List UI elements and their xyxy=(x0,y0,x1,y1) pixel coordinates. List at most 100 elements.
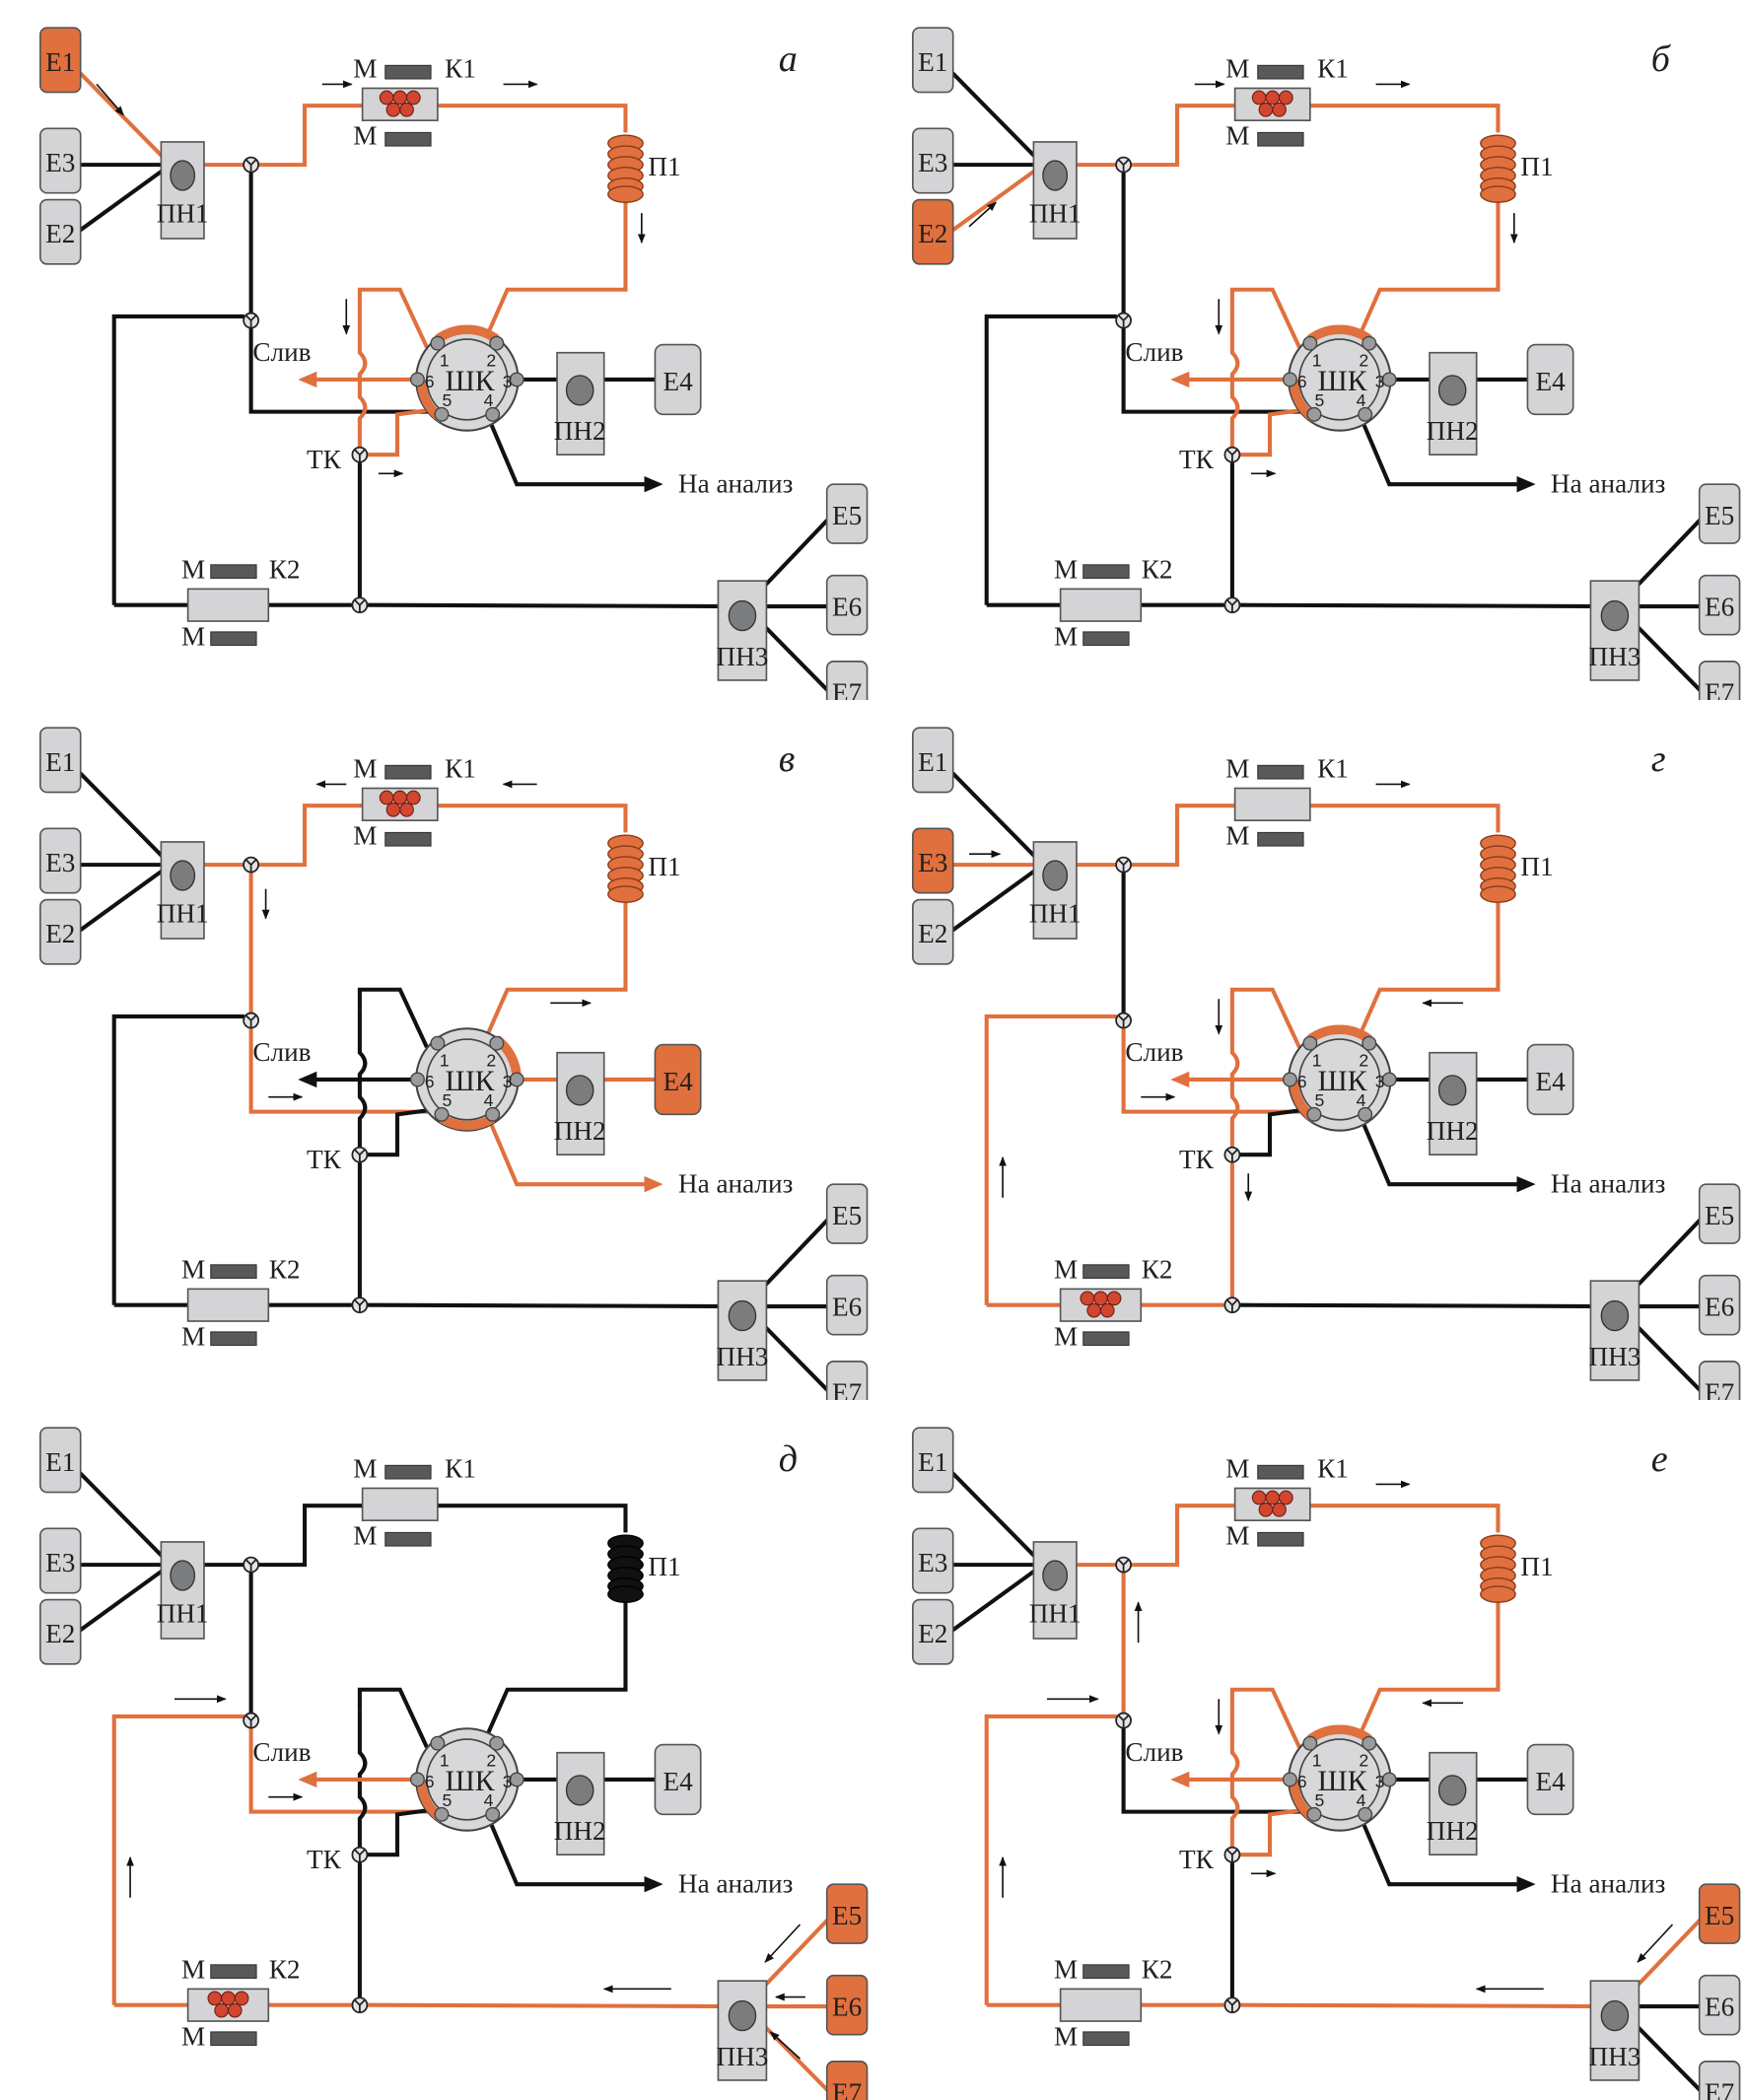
trap-p1[interactable]: П1 xyxy=(1480,1534,1554,1603)
junction-tk[interactable] xyxy=(351,446,369,463)
reservoir-e7[interactable]: Е7 xyxy=(1698,1361,1741,1400)
reservoir-e1[interactable]: Е1 xyxy=(39,27,82,94)
pump-pn3[interactable]: ПН3 xyxy=(716,1280,768,1381)
reservoir-e2[interactable]: Е2 xyxy=(39,1598,82,1665)
pump-pn3[interactable]: ПН3 xyxy=(1588,1280,1640,1381)
reservoir-e2[interactable]: Е2 xyxy=(912,1598,954,1665)
pump-pn2[interactable]: ПН2 xyxy=(554,1051,606,1156)
reservoir-e6[interactable]: Е6 xyxy=(1698,1974,1741,2036)
trap-p1[interactable]: П1 xyxy=(1480,834,1554,903)
reservoir-e4[interactable]: Е4 xyxy=(1526,1743,1574,1816)
reservoir-e1[interactable]: Е1 xyxy=(39,727,82,794)
pump-pn1[interactable]: ПН1 xyxy=(157,841,209,940)
junction-j1[interactable] xyxy=(243,156,259,174)
junction-j1[interactable] xyxy=(1115,856,1132,874)
column-k1[interactable]: М М К1 xyxy=(1225,54,1349,151)
pump-pn1[interactable]: ПН1 xyxy=(1029,141,1082,240)
reservoir-e2[interactable]: Е2 xyxy=(912,898,954,965)
reservoir-e5[interactable]: Е5 xyxy=(825,1883,869,1944)
reservoir-e3[interactable]: Е3 xyxy=(39,127,82,194)
trap-p1[interactable]: П1 xyxy=(607,134,681,203)
six-port-valve[interactable]: 1 2 3 4 5 6 ШК xyxy=(409,1727,524,1832)
junction-j3[interactable] xyxy=(351,1996,369,2014)
junction-tk[interactable] xyxy=(351,1846,369,1863)
pump-pn2[interactable]: ПН2 xyxy=(554,1751,606,1856)
reservoir-e7[interactable]: Е7 xyxy=(825,661,869,700)
trap-p1[interactable]: П1 xyxy=(607,1534,681,1603)
reservoir-e1[interactable]: Е1 xyxy=(912,1427,954,1494)
reservoir-e6[interactable]: Е6 xyxy=(1698,1274,1741,1336)
pump-pn3[interactable]: ПН3 xyxy=(716,1980,768,2081)
reservoir-e5[interactable]: Е5 xyxy=(1698,1883,1741,1944)
junction-j1[interactable] xyxy=(1115,156,1132,174)
column-k2[interactable]: М М К2 xyxy=(1054,554,1173,651)
junction-j2[interactable] xyxy=(243,312,259,329)
junction-tk[interactable] xyxy=(1223,1846,1241,1863)
pump-pn2[interactable]: ПН2 xyxy=(1427,1751,1479,1856)
column-k2[interactable]: М М К2 xyxy=(181,1254,301,1351)
junction-j3[interactable] xyxy=(1223,1996,1241,2014)
column-k1[interactable]: М М К1 xyxy=(353,54,476,151)
reservoir-e6[interactable]: Е6 xyxy=(825,1974,869,2036)
junction-tk[interactable] xyxy=(1223,446,1241,463)
reservoir-e7[interactable]: Е7 xyxy=(1698,661,1741,700)
reservoir-e6[interactable]: Е6 xyxy=(1698,574,1741,636)
column-k1[interactable]: М М К1 xyxy=(1225,1454,1349,1551)
column-k2[interactable]: М М К2 xyxy=(1054,1954,1173,2051)
junction-j3[interactable] xyxy=(351,1296,369,1314)
junction-j2[interactable] xyxy=(1115,312,1132,329)
reservoir-e4[interactable]: Е4 xyxy=(654,343,702,416)
pump-pn2[interactable]: ПН2 xyxy=(554,351,606,456)
six-port-valve[interactable]: 1 2 3 4 5 6 ШК xyxy=(1282,1724,1397,1832)
reservoir-e1[interactable]: Е1 xyxy=(912,27,954,94)
six-port-valve[interactable]: 1 2 3 4 5 6 ШК xyxy=(1282,324,1397,432)
reservoir-e5[interactable]: Е5 xyxy=(1698,483,1741,544)
junction-j1[interactable] xyxy=(243,1556,259,1574)
reservoir-e3[interactable]: Е3 xyxy=(912,127,954,194)
reservoir-e2[interactable]: Е2 xyxy=(912,198,954,265)
reservoir-e7[interactable]: Е7 xyxy=(825,1361,869,1400)
junction-tk[interactable] xyxy=(351,1146,369,1163)
reservoir-e7[interactable]: Е7 xyxy=(825,2061,869,2100)
six-port-valve[interactable]: 1 2 3 4 5 6 ШК xyxy=(409,1027,524,1132)
pump-pn1[interactable]: ПН1 xyxy=(157,141,209,240)
column-k1[interactable]: М М К1 xyxy=(1225,754,1349,851)
reservoir-e4[interactable]: Е4 xyxy=(1526,1043,1574,1116)
reservoir-e6[interactable]: Е6 xyxy=(825,1274,869,1336)
junction-j2[interactable] xyxy=(1115,1712,1132,1729)
trap-p1[interactable]: П1 xyxy=(1480,134,1554,203)
junction-j3[interactable] xyxy=(351,596,369,614)
junction-j2[interactable] xyxy=(1115,1012,1132,1029)
reservoir-e4[interactable]: Е4 xyxy=(1526,343,1574,416)
reservoir-e7[interactable]: Е7 xyxy=(1698,2061,1741,2100)
reservoir-e3[interactable]: Е3 xyxy=(912,1527,954,1594)
junction-tk[interactable] xyxy=(1223,1146,1241,1163)
column-k2[interactable]: М М К2 xyxy=(181,554,301,651)
reservoir-e3[interactable]: Е3 xyxy=(912,827,954,894)
reservoir-e2[interactable]: Е2 xyxy=(39,198,82,265)
junction-j1[interactable] xyxy=(1115,1556,1132,1574)
column-k1[interactable]: М М К1 xyxy=(353,754,476,851)
junction-j2[interactable] xyxy=(243,1712,259,1729)
pump-pn1[interactable]: ПН1 xyxy=(1029,841,1082,940)
pump-pn2[interactable]: ПН2 xyxy=(1427,1051,1479,1156)
reservoir-e2[interactable]: Е2 xyxy=(39,898,82,965)
junction-j1[interactable] xyxy=(243,856,259,874)
pump-pn2[interactable]: ПН2 xyxy=(1427,351,1479,456)
reservoir-e5[interactable]: Е5 xyxy=(825,483,869,544)
reservoir-e3[interactable]: Е3 xyxy=(39,827,82,894)
column-k1[interactable]: М М К1 xyxy=(353,1454,476,1551)
reservoir-e4[interactable]: Е4 xyxy=(654,1043,702,1116)
junction-j2[interactable] xyxy=(243,1012,259,1029)
reservoir-e1[interactable]: Е1 xyxy=(912,727,954,794)
junction-j3[interactable] xyxy=(1223,596,1241,614)
pump-pn3[interactable]: ПН3 xyxy=(1588,1980,1640,2081)
pump-pn1[interactable]: ПН1 xyxy=(157,1541,209,1640)
pump-pn3[interactable]: ПН3 xyxy=(1588,580,1640,681)
reservoir-e3[interactable]: Е3 xyxy=(39,1527,82,1594)
trap-p1[interactable]: П1 xyxy=(607,834,681,903)
pump-pn3[interactable]: ПН3 xyxy=(716,580,768,681)
six-port-valve[interactable]: 1 2 3 4 5 6 ШК xyxy=(409,324,524,432)
pump-pn1[interactable]: ПН1 xyxy=(1029,1541,1082,1640)
reservoir-e5[interactable]: Е5 xyxy=(1698,1183,1741,1244)
